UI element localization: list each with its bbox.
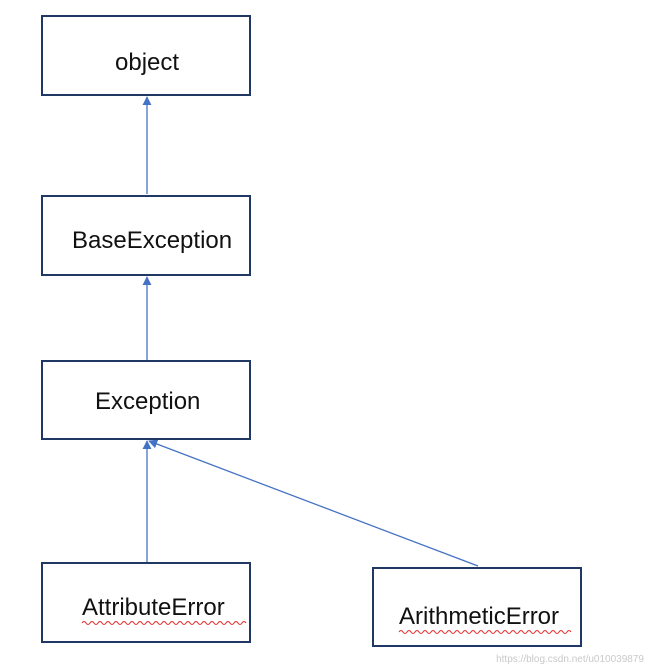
node-baseexception-box bbox=[41, 195, 251, 276]
node-object: object bbox=[41, 15, 251, 96]
watermark-text: https://blog.csdn.net/u010039879 bbox=[496, 654, 644, 665]
node-object-label: object bbox=[115, 49, 179, 76]
node-exception-box bbox=[41, 360, 251, 440]
edge-arithmeticerror-to-exception bbox=[148, 439, 479, 567]
spellcheck-underline-arithmeticerror bbox=[398, 629, 572, 635]
spellcheck-underline-attributeerror bbox=[81, 620, 247, 626]
node-attributeerror-box bbox=[41, 562, 251, 643]
node-object-box bbox=[41, 15, 251, 96]
node-arithmeticerror: ArithmeticError bbox=[372, 567, 582, 647]
node-attributeerror: AttributeError bbox=[41, 562, 251, 643]
node-exception: Exception bbox=[41, 360, 251, 440]
node-exception-label: Exception bbox=[95, 388, 200, 415]
node-attributeerror-label: AttributeError bbox=[82, 594, 225, 621]
node-arithmeticerror-label: ArithmeticError bbox=[399, 603, 559, 630]
node-baseexception: BaseException bbox=[41, 195, 251, 276]
node-baseexception-label: BaseException bbox=[72, 227, 232, 254]
